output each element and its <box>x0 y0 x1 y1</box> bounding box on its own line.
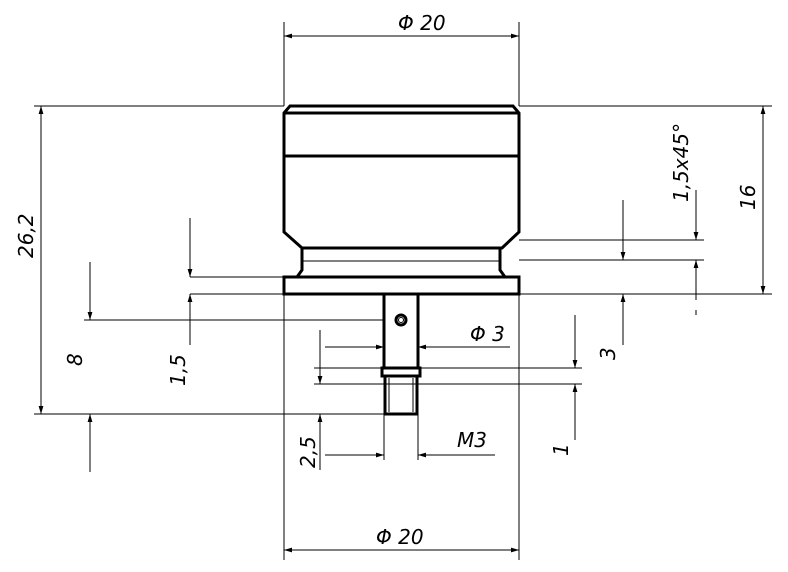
flange <box>282 275 521 296</box>
neck-outline <box>294 248 508 279</box>
dimension-lines <box>38 33 766 553</box>
thread-body <box>383 374 419 416</box>
label-total-height: 26,2 <box>14 213 38 258</box>
pin-hole-inner <box>398 317 404 323</box>
label-pin-offset: 8 <box>63 353 87 366</box>
shaft <box>382 292 420 370</box>
body-outline <box>282 104 521 250</box>
label-thread-step: 1 <box>549 443 573 456</box>
pin-hole <box>394 313 408 327</box>
label-shaft-length: 3 <box>596 347 620 360</box>
label-chamfer: 1,5x45° <box>669 123 693 202</box>
label-bottom-diameter: Φ 20 <box>376 525 424 549</box>
label-flange: 1,5 <box>166 354 190 386</box>
dimension-labels: Φ 20 Φ 20 Φ 3 M3 26,2 16 1,5x45° 8 1,5 3… <box>14 11 760 549</box>
label-body-height: 16 <box>736 185 760 210</box>
label-thread-length: 2,5 <box>296 436 320 468</box>
extension-lines <box>34 22 772 560</box>
label-shaft-diameter: Φ 3 <box>470 322 505 346</box>
label-top-diameter: Φ 20 <box>398 11 446 35</box>
label-thread: M3 <box>457 428 487 452</box>
